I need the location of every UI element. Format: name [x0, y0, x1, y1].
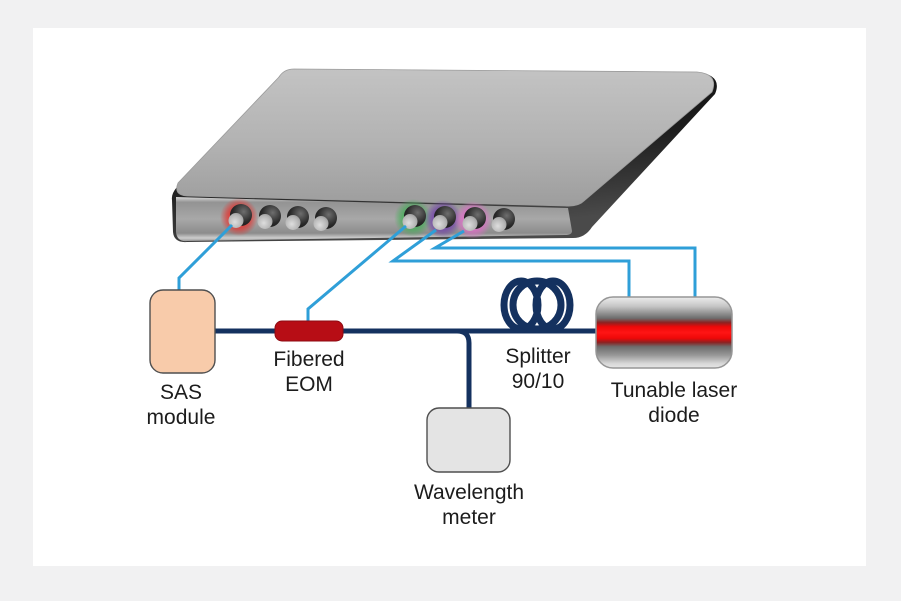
- wavelength-meter-label: Wavelength meter: [413, 481, 525, 529]
- box-top-face: [176, 68, 715, 207]
- fiber-port-4: [313, 207, 337, 231]
- signal-line-port-to-laser-1: [388, 228, 631, 297]
- signal-line-port-to-laser-2: [429, 229, 697, 297]
- fiber-port-1: [228, 204, 252, 228]
- wavelength-meter-box: [426, 407, 511, 473]
- fiber-branch-to-meter: [456, 328, 472, 408]
- sas-module-label: SAS module: [146, 381, 216, 429]
- fiber-port-3: [285, 206, 309, 230]
- fiber-port-6: [432, 206, 456, 230]
- fiber-port-2: [257, 205, 281, 229]
- signal-line-port-to-sas: [177, 223, 234, 290]
- fibered-eom-label: Fibered EOM: [273, 348, 345, 396]
- signal-lines: [177, 223, 697, 321]
- fiber-coil-icon: [500, 277, 574, 333]
- controller-box: [171, 68, 717, 243]
- sas-module-box: [149, 289, 216, 374]
- diagram-panel: SAS module Fibered EOM Splitter 90/10 Tu…: [33, 28, 866, 566]
- fibered-eom-box: [274, 320, 344, 342]
- splitter-label: Splitter 90/10: [505, 345, 571, 393]
- setup-diagram: [149, 68, 733, 473]
- fiber-port-8: [491, 208, 515, 232]
- signal-line-port-to-eom: [306, 224, 407, 321]
- tunable-laser-diode-label: Tunable laser diode: [610, 379, 738, 427]
- fiber-port-7: [462, 207, 486, 231]
- fiber-port-5: [402, 205, 426, 229]
- tunable-laser-diode-box: [595, 296, 733, 369]
